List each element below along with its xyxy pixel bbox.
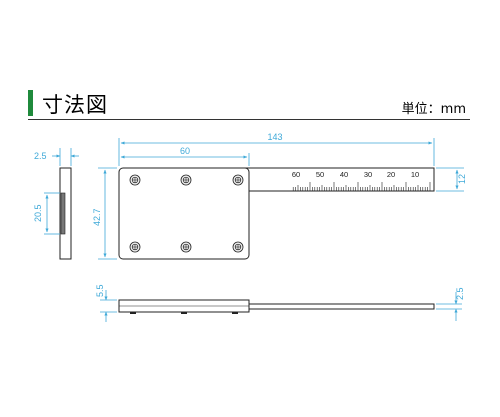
screw-icon xyxy=(129,241,141,253)
scale-label-30: 30 xyxy=(364,170,372,179)
drawing-title: 寸法図 xyxy=(42,93,108,117)
front-view: 60 50 40 30 20 10 143 60 42.7 12 xyxy=(92,132,467,260)
screw-icon xyxy=(232,174,244,186)
header-underline xyxy=(28,119,470,120)
dim-bottom-scale-thickness: 2.5 xyxy=(455,287,465,300)
dim-overall-length: 143 xyxy=(267,132,282,142)
bottom-view: 5.5 2.5 xyxy=(95,284,465,322)
bottom-scale xyxy=(248,303,435,310)
scale-label-10: 10 xyxy=(411,170,419,179)
side-view-slot xyxy=(60,192,66,235)
unit-label: 単位：mm xyxy=(401,102,466,117)
scale-labels: 60 50 40 30 20 10 xyxy=(292,170,419,179)
scale-label-20: 20 xyxy=(387,170,395,179)
scale-label-40: 40 xyxy=(340,170,348,179)
dim-plate-width: 60 xyxy=(180,146,190,156)
bottom-screw-tip-2 xyxy=(181,312,187,314)
bottom-screw-tip-3 xyxy=(232,312,238,314)
side-view-outline xyxy=(59,167,72,260)
dim-side-inner-height: 20.5 xyxy=(33,204,43,222)
dim-scale-height: 12 xyxy=(457,174,467,184)
screws xyxy=(129,174,244,253)
screw-icon xyxy=(180,241,192,253)
scale-label-60: 60 xyxy=(292,170,300,179)
screw-icon xyxy=(232,241,244,253)
dim-bottom-plate-thickness: 5.5 xyxy=(95,284,105,297)
title-accent-bar xyxy=(28,90,33,116)
screw-icon xyxy=(129,174,141,186)
bottom-screw-tip-1 xyxy=(130,312,136,314)
scale-ticks xyxy=(292,182,431,191)
dim-side-thickness: 2.5 xyxy=(34,151,47,161)
screw-icon xyxy=(180,174,192,186)
base-plate xyxy=(118,167,250,260)
dim-plate-height: 42.7 xyxy=(92,208,102,226)
drawing-header: 寸法図 単位：mm xyxy=(28,88,470,120)
side-view: 2.5 20.5 xyxy=(33,148,79,260)
scale-label-50: 50 xyxy=(316,170,324,179)
